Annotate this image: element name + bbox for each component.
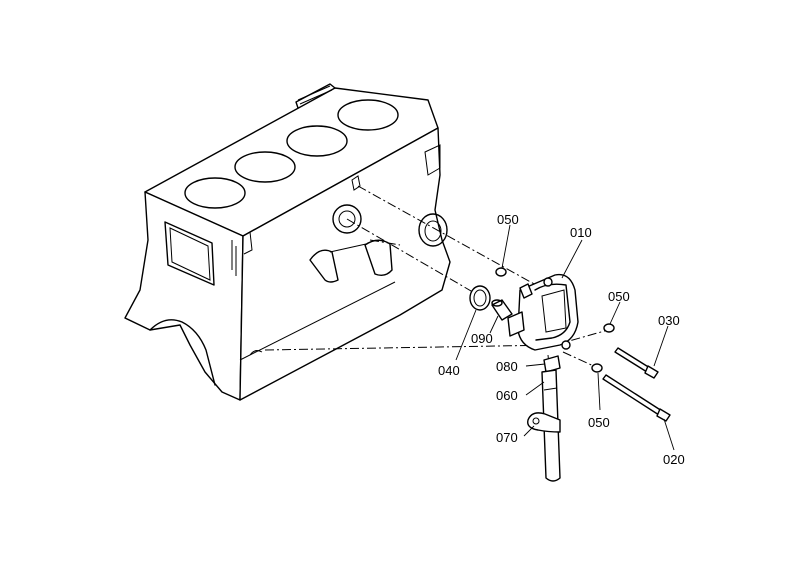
bolt-030: [614, 347, 659, 379]
label-060: 060: [496, 388, 518, 403]
label-050-upper: 050: [497, 212, 519, 227]
block-pump-port: [332, 204, 362, 234]
label-020: 020: [663, 452, 685, 467]
cylinder-bore-1: [184, 177, 246, 209]
side-boss-left: [309, 249, 339, 283]
block-side-port: [418, 213, 448, 247]
cylinder-bore-3: [286, 125, 348, 157]
label-070: 070: [496, 430, 518, 445]
oil-pump-010: [507, 273, 579, 351]
fitting-080: [543, 355, 561, 373]
label-080: 080: [496, 359, 518, 374]
gasket-040: [469, 285, 491, 311]
washer-050-upper: [495, 267, 507, 277]
label-010: 010: [570, 225, 592, 240]
label-090: 090: [471, 331, 493, 346]
label-030: 030: [658, 313, 680, 328]
label-050-right: 050: [608, 289, 630, 304]
leader-lines: [455, 224, 675, 451]
cylinder-bore-2: [234, 151, 296, 183]
washer-050-lower: [591, 363, 603, 373]
label-050-lower: 050: [588, 415, 610, 430]
label-040: 040: [438, 363, 460, 378]
cylinder-bore-4: [337, 99, 399, 131]
washer-050-right: [603, 323, 615, 333]
engine-block: [124, 83, 451, 401]
sleeve-090: [491, 299, 513, 321]
bolt-020: [602, 374, 671, 422]
bracket-070: [527, 412, 561, 433]
